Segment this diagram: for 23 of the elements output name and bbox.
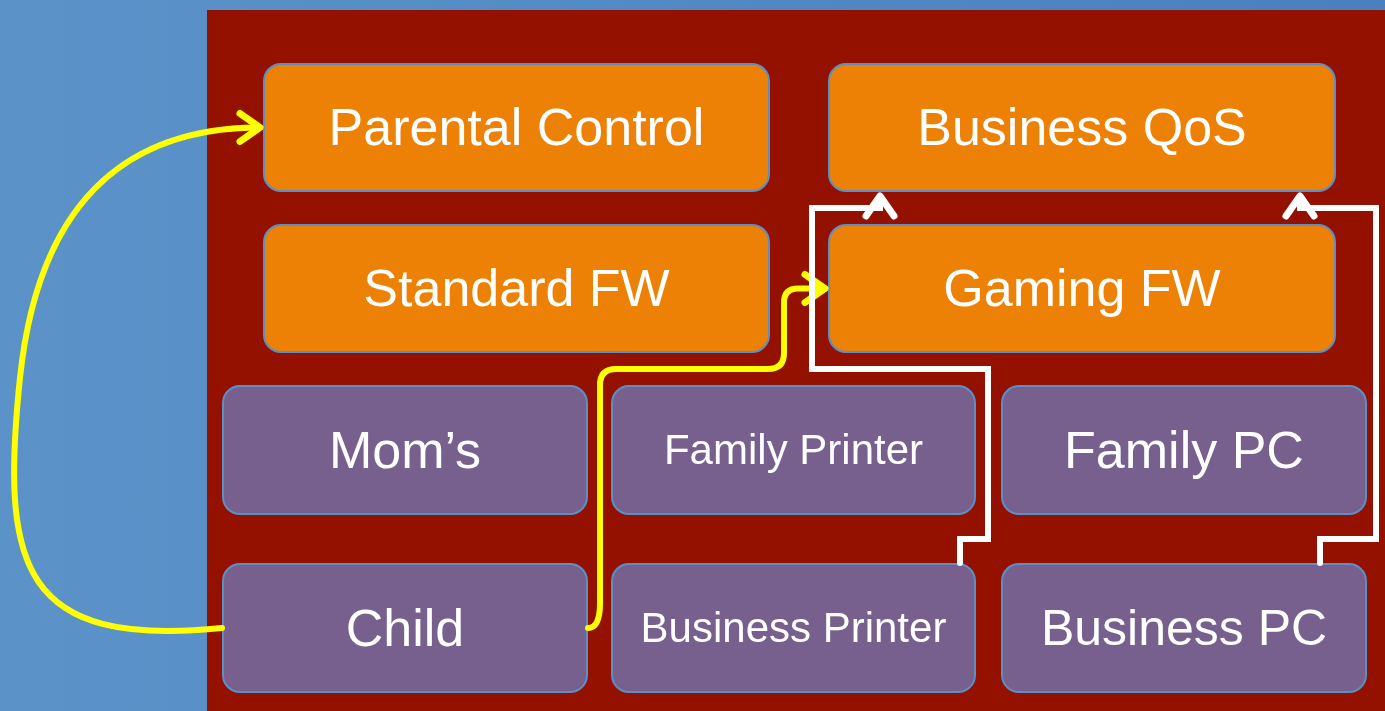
device-box bbox=[1001, 563, 1367, 693]
node-label: Business PC bbox=[1040, 599, 1328, 658]
device-box bbox=[222, 563, 588, 693]
device-box bbox=[611, 563, 976, 693]
policy-box bbox=[828, 224, 1336, 353]
arrow bbox=[809, 192, 991, 566]
node-label: Mom’s bbox=[328, 419, 482, 481]
node-label: Business QoS bbox=[917, 97, 1247, 159]
node-label: Child bbox=[345, 597, 465, 659]
arrow bbox=[11, 110, 264, 634]
node-label: Business Printer bbox=[640, 602, 947, 653]
policy-box bbox=[828, 63, 1336, 192]
device-box bbox=[1001, 385, 1367, 515]
node-label: Family PC bbox=[1064, 419, 1304, 481]
node-label: Standard FW bbox=[363, 258, 670, 320]
node-label: Family Printer bbox=[663, 424, 923, 475]
device-box bbox=[611, 385, 976, 515]
policy-box bbox=[263, 224, 770, 353]
arrow bbox=[1282, 192, 1379, 566]
policy-box bbox=[263, 63, 770, 192]
node-label: Parental Control bbox=[328, 97, 705, 159]
node-label: Gaming FW bbox=[943, 258, 1221, 320]
device-box bbox=[222, 385, 588, 515]
